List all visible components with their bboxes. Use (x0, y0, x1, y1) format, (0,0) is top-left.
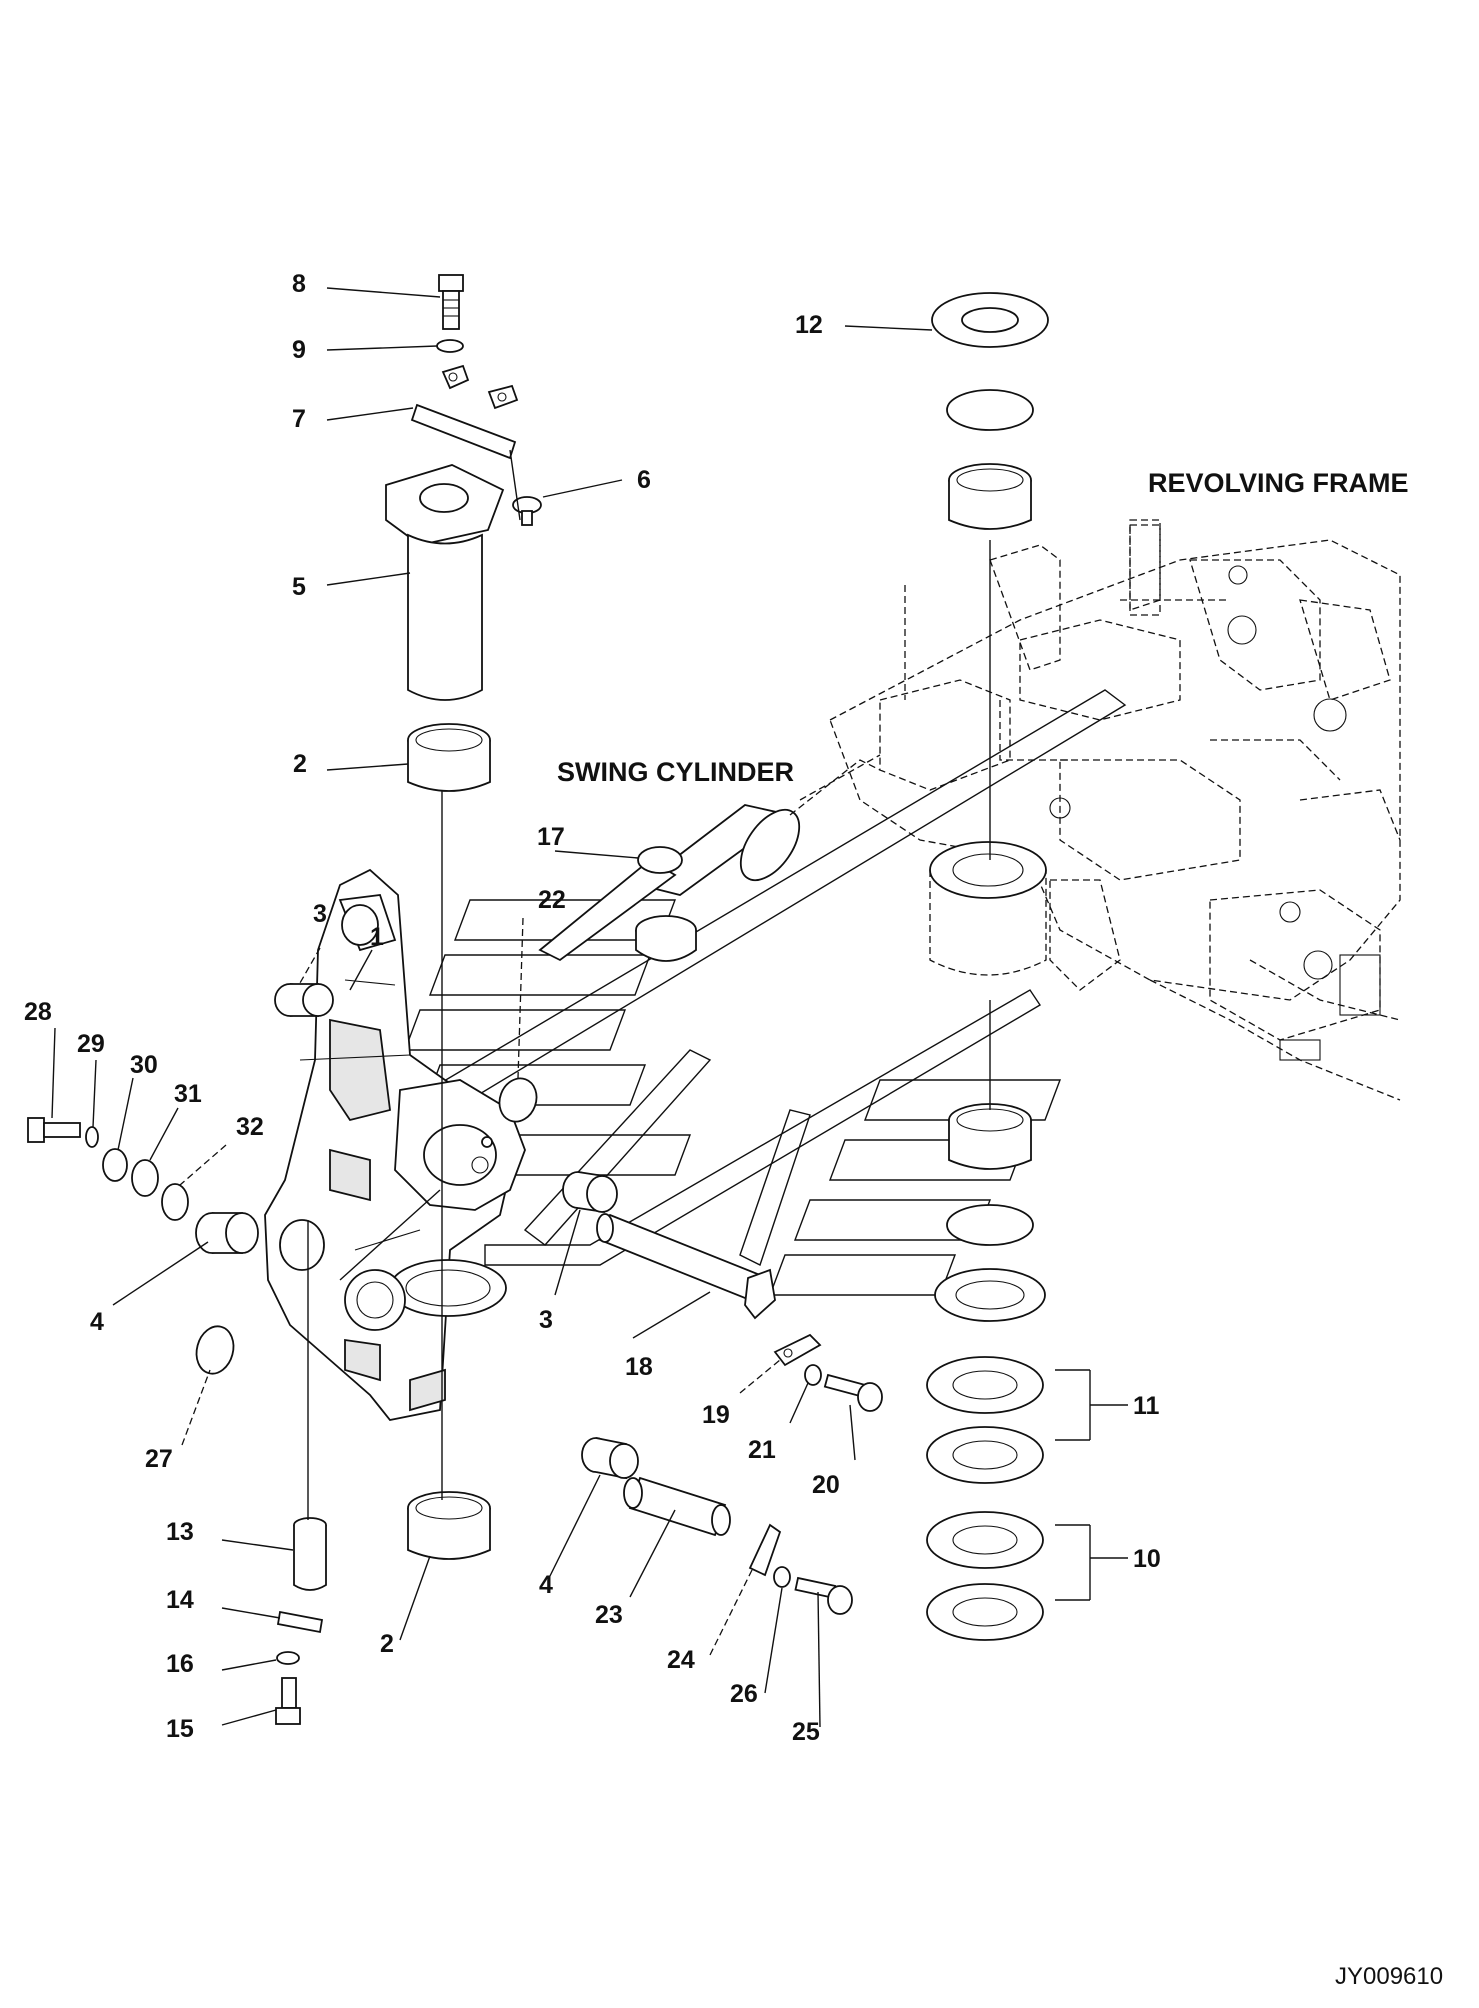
part-1-swing-bracket (264, 868, 526, 1421)
callout-5: 5 (292, 573, 306, 601)
bushing-bottom-right (948, 1103, 1032, 1170)
callout-24: 24 (667, 1646, 695, 1674)
part-22-washer (498, 1077, 538, 1123)
callout-4-left: 4 (90, 1308, 104, 1336)
part-24-plate (748, 1523, 782, 1577)
callout-15: 15 (166, 1715, 194, 1743)
part-10-shim-1-inner (952, 1525, 1018, 1555)
callout-20: 20 (812, 1471, 840, 1499)
callout-10: 10 (1133, 1545, 1161, 1573)
part-10-shim-1 (926, 1511, 1044, 1569)
callout-30: 30 (130, 1051, 158, 1079)
callout-3-top: 3 (313, 900, 327, 928)
axis-lines (307, 449, 991, 1520)
callout-4-bottom: 4 (539, 1571, 553, 1599)
part-10-shim-2 (926, 1583, 1044, 1641)
callout-26: 26 (730, 1680, 758, 1708)
callout-29: 29 (77, 1030, 105, 1058)
callout-23: 23 (595, 1601, 623, 1629)
part-21-washer (804, 1364, 822, 1386)
callout-6: 6 (637, 466, 651, 494)
callout-2-top: 2 (293, 750, 307, 778)
callout-1: 1 (370, 923, 384, 951)
callout-7: 7 (292, 405, 306, 433)
part-2-bushing-bottom (407, 1491, 491, 1560)
part-25-bolt (794, 1576, 853, 1615)
callout-31: 31 (174, 1080, 202, 1108)
part-11-shim-1-inner (952, 1370, 1018, 1400)
callout-11: 11 (1133, 1392, 1160, 1420)
callout-12: 12 (795, 311, 823, 339)
o-ring-bottom (946, 1204, 1034, 1246)
callout-labels: 1 2 2 3 3 4 4 5 6 7 8 9 10 11 12 13 14 1… (24, 270, 1161, 1746)
callout-9: 9 (292, 336, 306, 364)
leader-lines (51, 287, 1128, 1728)
part-31-o-ring (131, 1159, 159, 1197)
part-29-washer (85, 1126, 99, 1148)
revolving-frame-title: REVOLVING FRAME (1148, 468, 1409, 498)
part-32-o-ring (161, 1183, 189, 1221)
callout-17: 17 (537, 823, 565, 851)
part-13-pin (293, 1517, 327, 1591)
part-4-bushing-left (195, 1212, 259, 1254)
part-11-shim-1 (926, 1356, 1044, 1414)
part-9-washer (436, 339, 464, 353)
part-15-bolt (275, 1677, 301, 1725)
callout-18: 18 (625, 1353, 653, 1381)
part-14-plate (276, 1610, 324, 1634)
part-5-pin-with-flange (385, 464, 505, 701)
part-20-bolt (823, 1373, 883, 1412)
bushing-top-right (948, 463, 1032, 530)
part-3-bushing-left (274, 983, 334, 1017)
swing-cylinder-drawing (538, 754, 881, 962)
callout-28: 28 (24, 998, 52, 1026)
part-18-pin (596, 1213, 776, 1320)
o-ring-top (946, 389, 1034, 431)
part-8-bolt (438, 274, 464, 330)
callout-27: 27 (145, 1445, 173, 1473)
part-7-plate (410, 364, 519, 460)
callout-32: 32 (236, 1113, 264, 1141)
callout-19: 19 (702, 1401, 730, 1429)
part-17-washer (637, 846, 683, 874)
part-3-bushing-right (562, 1171, 618, 1214)
callout-13: 13 (166, 1518, 194, 1546)
callout-16: 16 (166, 1650, 194, 1678)
part-23-pin (623, 1476, 731, 1537)
part-12-inner (961, 307, 1019, 333)
part-27-shim (195, 1325, 235, 1375)
part-11-shim-2-inner (952, 1440, 1018, 1470)
callout-21: 21 (748, 1436, 776, 1464)
part-16-washer (276, 1651, 300, 1665)
part-10-shim-2-inner (952, 1597, 1018, 1627)
part-2-bushing-top (407, 723, 491, 792)
part-11-shim-2 (926, 1426, 1044, 1484)
shim-a-inner (955, 1280, 1025, 1310)
swing-cylinder-title: SWING CYLINDER (557, 757, 794, 787)
part-19-plate (773, 1333, 822, 1367)
callout-2-bottom: 2 (380, 1630, 394, 1658)
callout-14: 14 (166, 1586, 194, 1614)
callout-8: 8 (292, 270, 306, 298)
drawing-code: JY009610 (1335, 1963, 1443, 1990)
callout-3-right: 3 (539, 1306, 553, 1334)
callout-22: 22 (538, 886, 566, 914)
boss-cylinder (929, 841, 1047, 976)
part-30-washer (102, 1148, 128, 1182)
callout-25: 25 (792, 1718, 820, 1746)
part-28-bolt (27, 1117, 81, 1143)
shim-a (934, 1268, 1046, 1322)
part-6-grease-fitting (512, 496, 542, 526)
part-26-washer (773, 1566, 791, 1588)
revolving-frame-drawing (829, 519, 1401, 1101)
part-4-bushing-bottom (581, 1437, 639, 1480)
